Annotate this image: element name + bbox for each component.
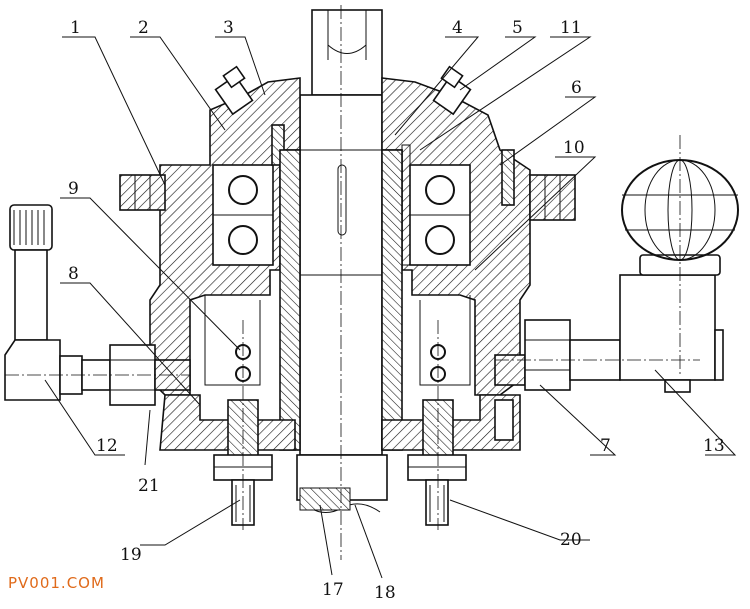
watermark: PV001.COM [8,574,105,592]
housing-left [119,65,301,526]
leader-lines [44,36,737,579]
right-port-and-lamp [494,135,739,393]
label-12: 12 [96,436,118,456]
left-pressure-port [4,204,191,406]
label-9: 9 [68,179,79,199]
label-19: 19 [120,545,142,565]
label-13: 13 [703,436,725,456]
label-6: 6 [571,78,582,98]
label-21: 21 [138,476,160,496]
label-2: 2 [138,18,149,38]
label-5: 5 [512,18,523,38]
label-3: 3 [223,18,234,38]
label-17: 17 [322,580,344,600]
label-10: 10 [563,138,585,158]
label-4: 4 [452,18,463,38]
housing-right [381,65,576,526]
main-shaft [296,9,388,513]
label-7: 7 [600,436,611,456]
label-1: 1 [70,18,81,38]
label-18: 18 [374,583,396,603]
label-11: 11 [560,18,582,38]
part-labels: 1 2 3 4 5 11 6 10 9 8 12 21 19 17 18 20 … [68,18,725,603]
label-8: 8 [68,264,79,284]
label-20: 20 [560,530,582,550]
